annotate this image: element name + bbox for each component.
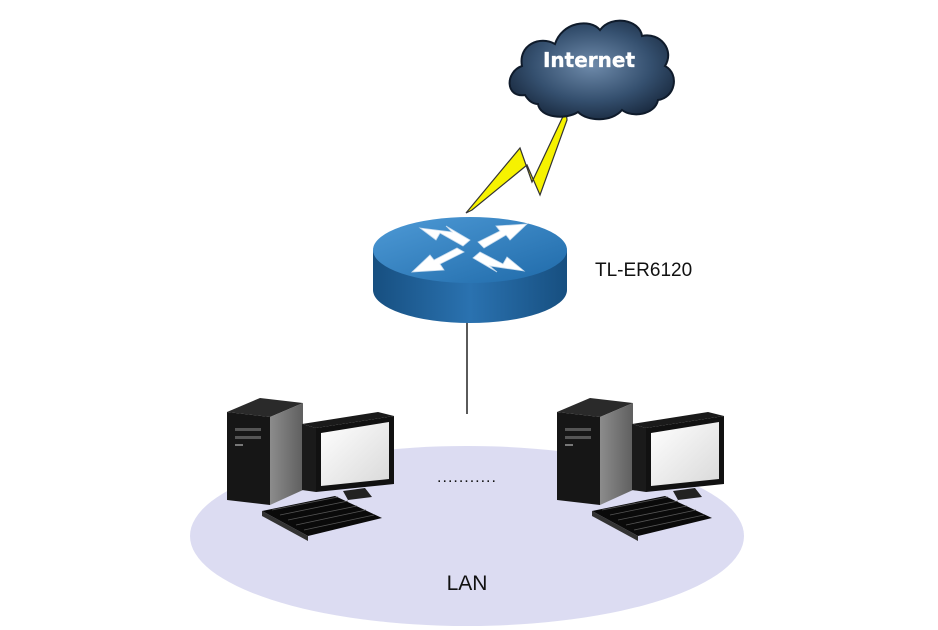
- router-icon: [373, 217, 567, 323]
- lan-label: LAN: [447, 572, 488, 595]
- keyboard-icon: [262, 496, 382, 541]
- wan-link-bolt: [465, 107, 568, 214]
- tower-icon: [557, 398, 633, 505]
- monitor-icon: [632, 412, 724, 500]
- keyboard-icon: [592, 496, 712, 541]
- router-arrow-icon: [418, 225, 471, 247]
- router-arrow-icon: [477, 223, 529, 249]
- computer-left: [227, 398, 394, 541]
- tower-icon: [227, 398, 303, 505]
- router-arrow-icon: [472, 251, 526, 273]
- router-arrow-icon: [410, 247, 465, 273]
- internet-cloud: Internet: [508, 19, 675, 121]
- internet-label: Internet: [543, 48, 635, 72]
- lan-ellipsis: ...........: [437, 469, 497, 486]
- router-label: TL-ER6120: [595, 260, 692, 281]
- monitor-icon: [302, 412, 394, 500]
- computer-right: [557, 398, 724, 541]
